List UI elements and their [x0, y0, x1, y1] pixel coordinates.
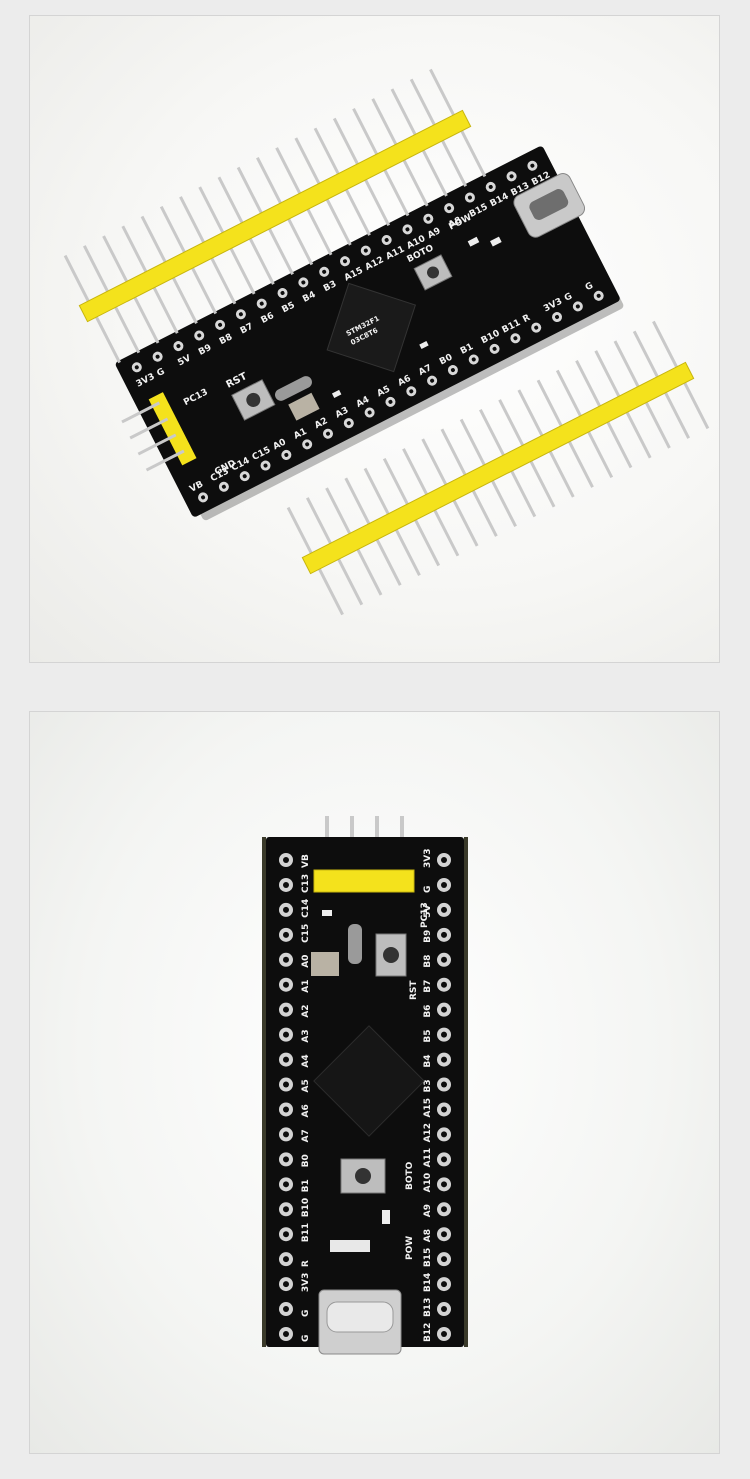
- smd-component: [331, 389, 342, 398]
- boot-label: BOTO: [405, 1161, 415, 1190]
- pin-label: G: [301, 1310, 311, 1317]
- pin-label: A6: [301, 1104, 311, 1117]
- pin-label: VB: [301, 854, 311, 868]
- swd-header: [121, 392, 197, 472]
- pin-label: A2: [301, 1004, 311, 1017]
- pin-label: 3V3: [423, 849, 433, 869]
- pin-label: B5: [423, 1030, 433, 1043]
- pin-label: B11: [301, 1223, 311, 1242]
- pc13-label: PC13: [420, 902, 430, 928]
- right-pin-holes: [437, 853, 451, 1341]
- rtc-crystal: [311, 952, 339, 976]
- usb-c-port: [529, 189, 569, 220]
- pow-label: POW: [405, 1236, 415, 1260]
- pin-label: B8: [423, 955, 433, 968]
- smd-component: [382, 1210, 390, 1224]
- pin-label: 5V: [423, 905, 433, 918]
- pin-label: G: [563, 292, 574, 304]
- pin-label: A11: [423, 1148, 433, 1168]
- pin-label: G: [423, 886, 433, 893]
- pin-label: B12: [423, 1323, 433, 1342]
- pin-label: A8: [423, 1229, 433, 1242]
- pin-label: A10: [423, 1173, 433, 1193]
- smd-component: [419, 340, 429, 350]
- pin-label: A12: [423, 1123, 433, 1143]
- pin-label: G: [155, 367, 166, 379]
- pin-label: C13: [301, 874, 311, 893]
- pin-label: B15: [423, 1248, 433, 1267]
- pin-label: B4: [423, 1054, 433, 1067]
- pin-label: A1: [301, 980, 311, 993]
- smd-component: [467, 236, 480, 247]
- pin-header-strip-upper: [63, 68, 487, 364]
- pin-label: A7: [301, 1129, 311, 1142]
- pin-label: G: [301, 1335, 311, 1342]
- pin-label: C14: [301, 899, 311, 918]
- pin-label: A0: [301, 955, 311, 968]
- angled-scene: 3V3G5VB9B8B7B6B5B4B3A15A12A11A10A9A8B15B…: [63, 68, 710, 616]
- pin-label: B13: [423, 1298, 433, 1317]
- pin-label: B1: [301, 1179, 311, 1192]
- crystal: [275, 376, 312, 401]
- pin-label: A3: [301, 1029, 311, 1042]
- pin-label: B3: [423, 1079, 433, 1092]
- pin-label: A5: [301, 1079, 311, 1092]
- pin-label: B7: [423, 980, 433, 993]
- smd-component: [322, 910, 332, 916]
- pin-label: A4: [301, 1054, 311, 1067]
- usb-c-port: [326, 1301, 394, 1333]
- left-pin-holes: [279, 853, 293, 1341]
- boot-button-cap: [355, 1168, 371, 1184]
- pin-label: 3V3: [301, 1273, 311, 1293]
- pin-label: R: [521, 313, 532, 325]
- pin-label: B14: [423, 1273, 433, 1292]
- pin-label: G: [584, 281, 595, 293]
- smd-component: [490, 236, 502, 247]
- pin-label: R: [301, 1260, 311, 1267]
- boot-button-cap: [427, 266, 440, 279]
- pin-label: A9: [423, 1204, 433, 1217]
- pin-label: B6: [423, 1005, 433, 1018]
- mcu-chip: [313, 1025, 425, 1137]
- reset-button-cap: [246, 392, 261, 407]
- yellow-header: [313, 869, 415, 893]
- pin-label: B0: [301, 1154, 311, 1167]
- pin-header-strip-lower: [286, 320, 710, 616]
- pin-label: B9: [423, 930, 433, 943]
- mcu-chip: [326, 282, 417, 373]
- pin-label: C15: [301, 924, 311, 943]
- smd-component: [330, 1240, 370, 1252]
- pin-label: B10: [301, 1198, 311, 1217]
- crystal: [348, 924, 362, 964]
- pin-label: A15: [423, 1098, 433, 1118]
- rst-label: RST: [409, 980, 419, 1000]
- rtc-crystal: [288, 392, 320, 421]
- reset-button-cap: [383, 947, 399, 963]
